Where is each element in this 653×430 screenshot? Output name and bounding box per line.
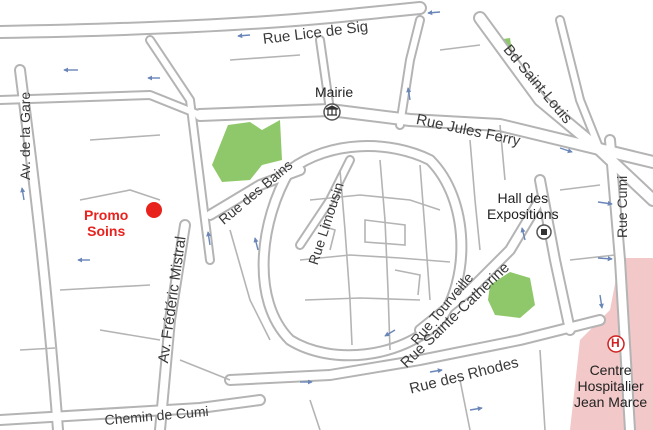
- park-area: [488, 272, 535, 318]
- old-town-streets: [19, 44, 616, 430]
- poi-label-line: Hospitalier: [577, 378, 644, 395]
- hospital-icon[interactable]: [607, 335, 625, 353]
- poi-label-line: Hall des: [497, 190, 549, 206]
- poi-label-hall-des-expositions: Hall des Expositions: [487, 190, 559, 222]
- park-area: [212, 120, 282, 182]
- poi-label-line: Expositions: [487, 206, 559, 223]
- poi-label-centre-hospitalier: Centre Hospitalier Jean Marce: [574, 362, 647, 410]
- hospital-symbol: H: [611, 336, 620, 350]
- poi-label-line: Centre: [589, 362, 632, 378]
- poi-label-line: Promo: [84, 207, 129, 223]
- one-way-arrow-icon: [20, 10, 613, 412]
- poi-label-line: Jean Marce: [574, 394, 648, 411]
- poi-label-line: Soins: [87, 223, 126, 240]
- street-label-av-gare: Av. de la Gare: [17, 91, 33, 180]
- street-label-rue-cumi: Rue Cumi: [614, 175, 630, 238]
- location-marker-icon[interactable]: [146, 202, 162, 218]
- mairie-icon[interactable]: [323, 103, 341, 121]
- poi-label-mairie: Mairie: [315, 84, 354, 100]
- poi-label-promo-soins[interactable]: Promo Soins: [84, 207, 128, 239]
- expo-icon[interactable]: [536, 224, 552, 240]
- road-fills: [0, 3, 653, 430]
